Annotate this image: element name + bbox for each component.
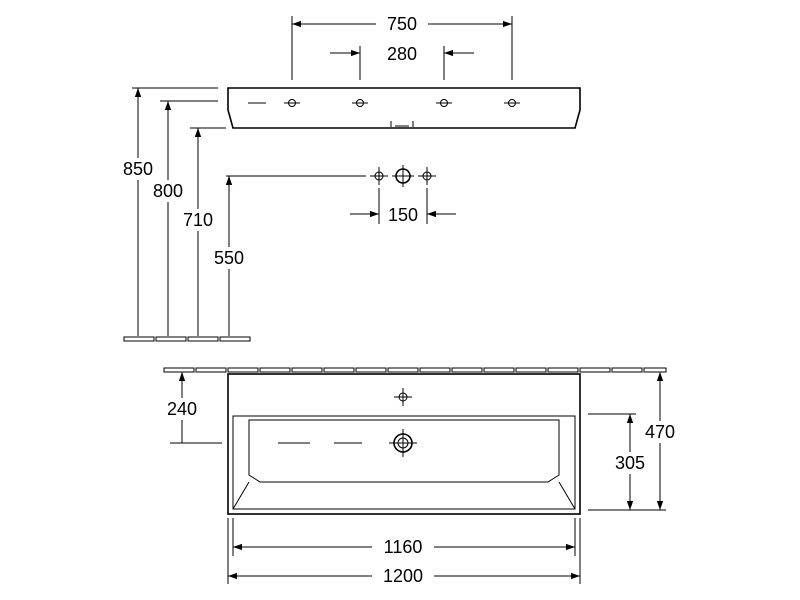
- dimension-1160: 1160: [232, 518, 576, 557]
- dimension-280: 280: [330, 44, 474, 80]
- dimension-150: 150: [350, 188, 456, 225]
- dimension-1200: 1200: [227, 518, 581, 586]
- plan-drain: [389, 429, 417, 457]
- dimension-label-280: 280: [387, 44, 417, 64]
- plan-view: 240 470 305 1160 1200: [162, 367, 682, 586]
- dimension-750: 750: [291, 14, 513, 80]
- dimension-label-850: 850: [123, 159, 153, 179]
- basin-bowl-inner: [248, 419, 560, 483]
- dimension-label-240: 240: [167, 399, 197, 419]
- dimension-label-150: 150: [388, 205, 418, 225]
- tap-hole-markers: [248, 99, 520, 127]
- basin-front-outline: [227, 87, 581, 129]
- height-dimensions: 850 800 710 550: [118, 87, 249, 336]
- basin-plan-outline: [227, 373, 581, 515]
- dimension-label-710: 710: [183, 210, 213, 230]
- dimension-label-1200: 1200: [383, 566, 423, 586]
- dimension-label-550: 550: [214, 248, 244, 268]
- dimension-label-1160: 1160: [384, 537, 423, 557]
- basin-bowl-outer: [232, 415, 576, 510]
- tap-hole-group: [226, 165, 436, 187]
- dimension-470-305: 470 305: [588, 372, 682, 511]
- dimension-label-800: 800: [153, 181, 183, 201]
- wall-line: [163, 367, 667, 373]
- dimension-label-750: 750: [387, 14, 417, 34]
- dimension-label-305: 305: [615, 453, 645, 473]
- dimension-label-470: 470: [645, 422, 675, 442]
- dimension-240: 240: [162, 372, 222, 444]
- front-elevation-view: 750 280 150: [118, 14, 581, 342]
- plan-tap-hole: [394, 388, 412, 406]
- floor-line: [123, 336, 251, 342]
